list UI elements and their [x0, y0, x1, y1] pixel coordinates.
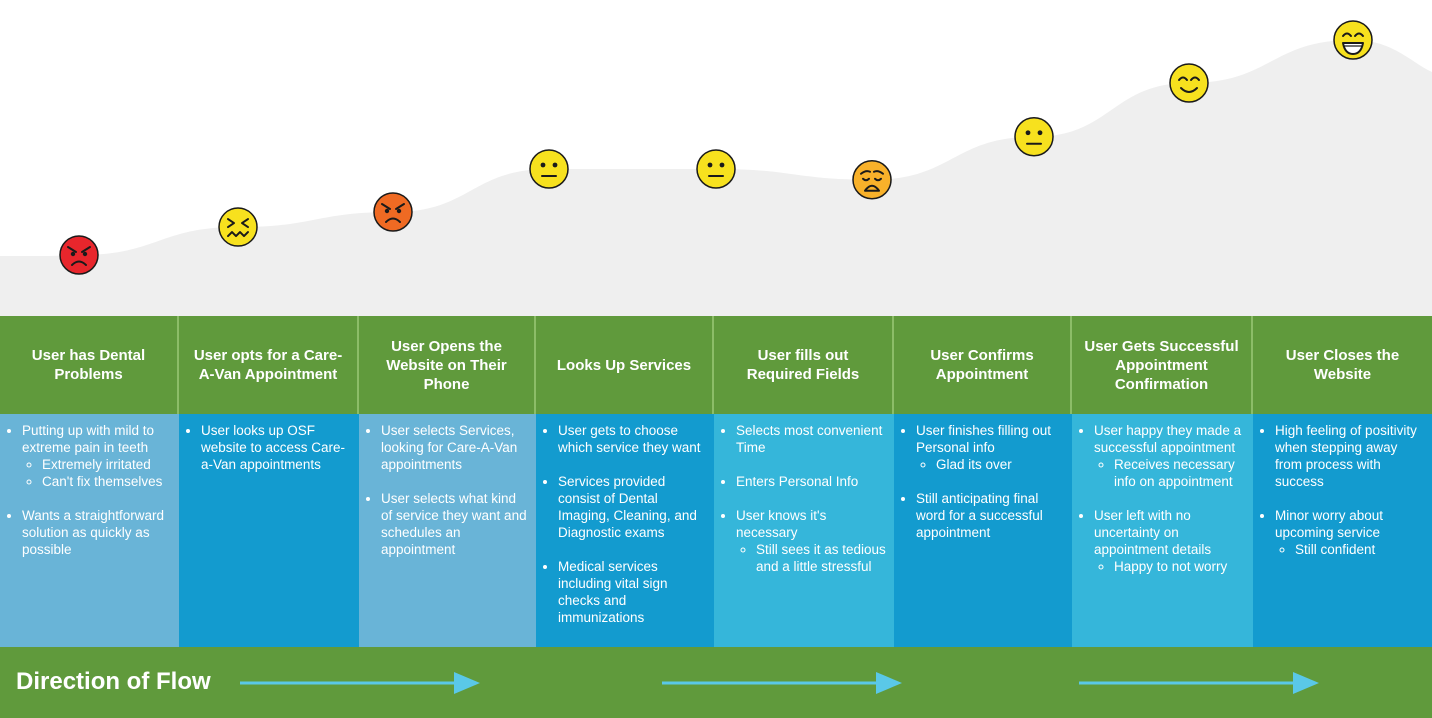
stage-bullet: High feeling of positivity when stepping…: [1275, 422, 1426, 490]
stage-bullet-list: User gets to choose which service they w…: [542, 422, 708, 626]
stage-bullet: User looks up OSF website to access Care…: [201, 422, 353, 473]
stage-bullet-text: Minor worry about upcoming service: [1275, 508, 1384, 540]
frustrated-face-icon: [218, 207, 258, 247]
emotion-curve-area: [0, 20, 1432, 316]
stage-sub-bullet: Glad its over: [936, 456, 1066, 473]
direction-of-flow-bar: Direction of Flow: [0, 647, 1432, 718]
stage-sub-bullet: Receives necessary info on appointment: [1114, 456, 1247, 490]
stage-bullet-text: User selects what kind of service they w…: [381, 491, 527, 557]
stage-bullet-text: User gets to choose which service they w…: [558, 423, 701, 455]
stage-sub-bullet: Happy to not worry: [1114, 558, 1247, 575]
stage-details-7: User happy they made a successful appoin…: [1072, 414, 1253, 647]
stage-bullet-text: Enters Personal Info: [736, 474, 859, 489]
stage-bullet: Still anticipating final word for a succ…: [916, 490, 1066, 541]
stage-bullet: User finishes filling out Personal infoG…: [916, 422, 1066, 473]
stage-bullet-text: User knows it's necessary: [736, 508, 827, 540]
stage-bullet-list: Selects most convenient TimeEnters Perso…: [720, 422, 888, 575]
stage-title-1: User has Dental Problems: [0, 316, 179, 414]
happy-face-icon: [1169, 63, 1209, 103]
furious-face-icon: [373, 192, 413, 232]
stage-bullet-text: Still anticipating final word for a succ…: [916, 491, 1043, 540]
stage-bullet: User happy they made a successful appoin…: [1094, 422, 1247, 490]
stage-title-7: User Gets Successful Appointment Confirm…: [1072, 316, 1253, 414]
stage-sub-list: Happy to not worry: [1094, 558, 1247, 575]
stage-bullet-list: User looks up OSF website to access Care…: [185, 422, 353, 473]
stage-sub-list: Glad its over: [916, 456, 1066, 473]
stage-details-3: User selects Services, looking for Care-…: [359, 414, 536, 647]
stage-bullet-text: User looks up OSF website to access Care…: [201, 423, 346, 472]
flow-arrow-2: [662, 672, 902, 694]
neutral-face-icon: [529, 149, 569, 189]
direction-of-flow-label: Direction of Flow: [16, 668, 211, 695]
stage-bullet-text: Selects most convenient Time: [736, 423, 883, 455]
flow-arrow-1: [240, 672, 480, 694]
stage-sub-list: Receives necessary info on appointment: [1094, 456, 1247, 490]
neutral-face-icon: [696, 149, 736, 189]
stage-bullet: User gets to choose which service they w…: [558, 422, 708, 456]
stage-bullet-text: High feeling of positivity when stepping…: [1275, 423, 1417, 489]
stage-title-2: User opts for a Care-A-Van Appointment: [179, 316, 359, 414]
stage-bullet-text: Putting up with mild to extreme pain in …: [22, 423, 155, 455]
stage-title-6: User Confirms Appointment: [894, 316, 1072, 414]
stage-sub-bullet: Can't fix themselves: [42, 473, 173, 490]
emotion-faces: [59, 20, 1373, 275]
stage-bullet-list: User selects Services, looking for Care-…: [365, 422, 530, 558]
stage-bullet: User selects Services, looking for Care-…: [381, 422, 530, 473]
stage-bullet-text: User finishes filling out Personal info: [916, 423, 1052, 455]
angry-face-icon: [59, 235, 99, 275]
stage-bullet-text: Services provided consist of Dental Imag…: [558, 474, 697, 540]
stage-sub-list: Extremely irritatedCan't fix themselves: [22, 456, 173, 490]
stage-bullet: Minor worry about upcoming serviceStill …: [1275, 507, 1426, 558]
stage-bullet-list: User happy they made a successful appoin…: [1078, 422, 1247, 575]
stage-bullet: Putting up with mild to extreme pain in …: [22, 422, 173, 490]
stage-title-3: User Opens the Website on Their Phone: [359, 316, 536, 414]
stage-bullet-text: User selects Services, looking for Care-…: [381, 423, 518, 472]
stage-details-8: High feeling of positivity when stepping…: [1253, 414, 1432, 647]
stage-bullet: Selects most convenient Time: [736, 422, 888, 456]
very-happy-face-icon: [1333, 20, 1373, 60]
stage-sub-bullet: Extremely irritated: [42, 456, 173, 473]
stage-bullet-list: High feeling of positivity when stepping…: [1259, 422, 1426, 558]
stage-bullet: Medical services including vital sign ch…: [558, 558, 708, 626]
stage-bullet-text: User left with no uncertainty on appoint…: [1094, 508, 1212, 557]
stage-sub-list: Still confident: [1275, 541, 1426, 558]
stage-sub-bullet: Still confident: [1295, 541, 1426, 558]
stage-details-4: User gets to choose which service they w…: [536, 414, 714, 647]
stage-details-2: User looks up OSF website to access Care…: [179, 414, 359, 647]
stage-bullet: User knows it's necessaryStill sees it a…: [736, 507, 888, 575]
stage-sub-list: Still sees it as tedious and a little st…: [736, 541, 888, 575]
stage-bullet: User left with no uncertainty on appoint…: [1094, 507, 1247, 575]
stage-bullet-text: Medical services including vital sign ch…: [558, 559, 668, 625]
stage-title-8: User Closes the Website: [1285, 347, 1400, 383]
stage-bullet: User selects what kind of service they w…: [381, 490, 530, 558]
stage-bullet-text: User happy they made a successful appoin…: [1094, 423, 1242, 455]
journey-details-row: Putting up with mild to extreme pain in …: [0, 414, 1432, 647]
flow-arrow-3: [1079, 672, 1319, 694]
stage-bullet-list: Putting up with mild to extreme pain in …: [6, 422, 173, 558]
anxious-face-icon: [852, 160, 892, 200]
neutral-face-icon: [1014, 117, 1054, 157]
stage-bullet-list: User finishes filling out Personal infoG…: [900, 422, 1066, 541]
stage-details-5: Selects most convenient TimeEnters Perso…: [714, 414, 894, 647]
stage-bullet: Enters Personal Info: [736, 473, 888, 490]
stage-bullet: Services provided consist of Dental Imag…: [558, 473, 708, 541]
stage-title-5: User fills out Required Fields: [714, 316, 894, 414]
stage-details-6: User finishes filling out Personal infoG…: [894, 414, 1072, 647]
stage-bullet-text: Wants a straightforward solution as quic…: [22, 508, 165, 557]
stage-details-1: Putting up with mild to extreme pain in …: [0, 414, 179, 647]
stage-bullet: Wants a straightforward solution as quic…: [22, 507, 173, 558]
stage-title-4: Looks Up Services: [536, 316, 714, 414]
stage-sub-bullet: Still sees it as tedious and a little st…: [756, 541, 888, 575]
